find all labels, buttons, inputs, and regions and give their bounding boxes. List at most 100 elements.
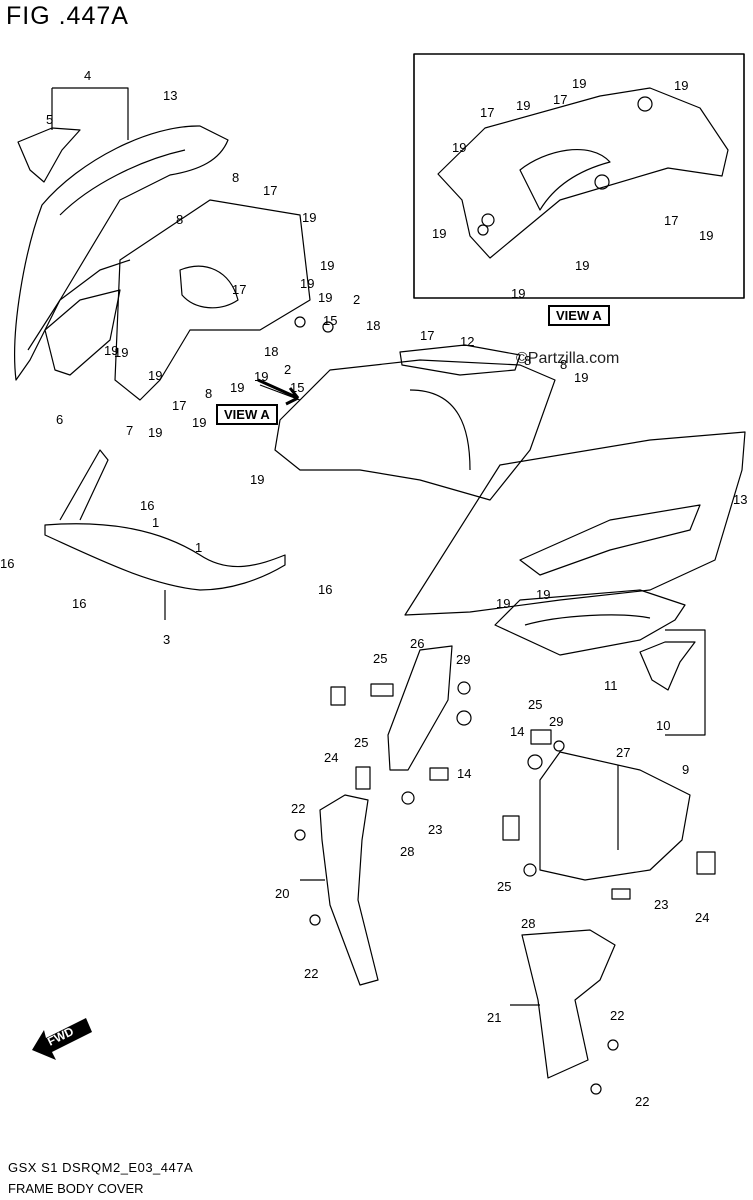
callout-number: 17: [232, 282, 246, 297]
callout-number: 21: [487, 1010, 501, 1025]
bracket-part-20: [319, 794, 379, 986]
nut: [401, 791, 415, 805]
callout-number: 19: [572, 76, 586, 91]
callout-number: 17: [480, 105, 494, 120]
figure-title: FIG .447A: [6, 2, 129, 30]
callout-number: 17: [263, 183, 277, 198]
callout-number: 19: [496, 596, 510, 611]
callout-number: 5: [46, 112, 53, 127]
callout-number: 8: [524, 353, 531, 368]
screw: [607, 1039, 619, 1051]
callout-number: 19: [148, 368, 162, 383]
rubber-block: [696, 851, 716, 875]
rubber-block: [355, 766, 371, 790]
callout-number: 14: [457, 766, 471, 781]
callout-number: 22: [291, 801, 305, 816]
emblem-part-5: [17, 127, 81, 183]
callout-number: 16: [318, 582, 332, 597]
side-panel-part-26: [387, 645, 453, 771]
rubber-block: [611, 888, 631, 900]
callout-number: 19: [254, 369, 268, 384]
callout-number: 19: [574, 370, 588, 385]
callout-number: 19: [318, 290, 332, 305]
callout-number: 19: [320, 258, 334, 273]
callout-number: 19: [699, 228, 713, 243]
callout-number: 22: [635, 1094, 649, 1109]
callout-number: 16: [72, 596, 86, 611]
bracket-part-21: [521, 929, 616, 1079]
cowl-detail-line: [27, 259, 131, 351]
watermark-text: ©Partzilla.com: [516, 350, 620, 367]
inner-panel-part-7: [114, 199, 311, 401]
fwd-arrow-icon: FWD: [32, 1018, 92, 1060]
callout-number: 2: [284, 362, 291, 377]
callout-number: 22: [304, 966, 318, 981]
callout-number: 19: [536, 587, 550, 602]
upper-side-cover: [274, 359, 556, 501]
callout-number: 1: [152, 515, 159, 530]
rubber-block: [330, 686, 346, 706]
inset-hole: [481, 213, 495, 227]
callout-number: 25: [528, 697, 542, 712]
leader-part-9: [665, 629, 706, 736]
callout-number: 22: [610, 1008, 624, 1023]
callout-number: 19: [250, 472, 264, 487]
callout-number: 25: [497, 879, 511, 894]
callout-number: 19: [114, 345, 128, 360]
callout-number: 23: [428, 822, 442, 837]
view-a-inset-frame: [413, 53, 745, 299]
callout-number: 25: [354, 735, 368, 750]
callout-number: 13: [163, 88, 177, 103]
callout-number: 19: [300, 276, 314, 291]
emblem-part-10: [639, 641, 696, 691]
callout-number: 18: [264, 344, 278, 359]
figure-name: FRAME BODY COVER: [8, 1181, 144, 1196]
screw: [590, 1083, 602, 1095]
tray-contour: [524, 614, 651, 626]
inset-hole: [637, 96, 653, 112]
callout-number: 8: [232, 170, 239, 185]
callout-number: 13: [733, 492, 747, 507]
callout-number: 8: [176, 212, 183, 227]
callout-number: 16: [140, 498, 154, 513]
callout-number: 19: [575, 258, 589, 273]
callout-number: 1: [195, 540, 202, 555]
grommet: [456, 710, 472, 726]
rubber-block: [502, 815, 520, 841]
callout-number: 20: [275, 886, 289, 901]
screw: [309, 914, 321, 926]
cover-part-27: [539, 751, 691, 881]
view-a-arrow-head: [257, 378, 300, 406]
rubber-block: [370, 683, 394, 697]
grommet: [457, 681, 471, 695]
callout-number: 17: [664, 213, 678, 228]
cowl-vent: [519, 504, 701, 576]
callout-number: 27: [616, 745, 630, 760]
rubber-block: [530, 729, 552, 745]
inner-panel-part-6: [44, 289, 121, 376]
callout-number: 19: [148, 425, 162, 440]
bracket-bar-part-3: [44, 523, 286, 591]
callout-number: 10: [656, 718, 670, 733]
lower-cowl-part-9: [404, 431, 746, 616]
callout-number: 19: [302, 210, 316, 225]
callout-number: 19: [192, 415, 206, 430]
figure-code: GSX S1 DSRQM2_E03_447A: [8, 1160, 194, 1175]
callout-number: 8: [560, 357, 567, 372]
callout-number: 29: [456, 652, 470, 667]
callout-number: 19: [511, 286, 525, 301]
inset-hole: [477, 224, 489, 236]
callout-number: 25: [373, 651, 387, 666]
callout-number: 7: [126, 423, 133, 438]
callout-number: 12: [460, 334, 474, 349]
callout-number: 3: [163, 632, 170, 647]
cowl-detail-line: [59, 149, 186, 216]
front-cowl-part-4: [14, 125, 229, 381]
callout-number: 26: [410, 636, 424, 651]
strip-part-12: [399, 344, 521, 376]
callout-number: 28: [400, 844, 414, 859]
grommet: [553, 740, 565, 752]
callout-number: 19: [516, 98, 530, 113]
